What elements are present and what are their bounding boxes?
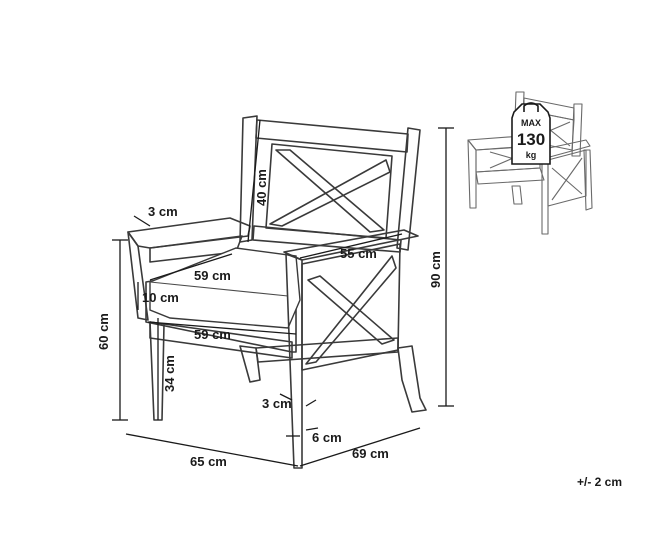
label-arm-thickness: 3 cm: [148, 204, 178, 219]
back-cross-b: [269, 159, 391, 227]
back-post-left: [239, 115, 258, 243]
right-side-cross-b: [305, 255, 397, 365]
label-overall-depth: 69 cm: [352, 446, 389, 461]
back-post-right: [396, 127, 421, 251]
right-back-leg: [397, 345, 427, 413]
badge-line-max: MAX: [521, 118, 541, 128]
back-top-rail: [255, 119, 409, 153]
label-overall-width: 65 cm: [190, 454, 227, 469]
left-arm-front-post: [127, 231, 149, 321]
label-back-height: 40 cm: [254, 169, 269, 206]
label-leg-height: 34 cm: [162, 355, 177, 392]
label-overall-height: 90 cm: [428, 251, 443, 288]
label-arm-depth: 55 cm: [340, 246, 377, 261]
badge-line-number: 130: [517, 130, 545, 149]
label-seat-height: 60 cm: [96, 313, 111, 350]
label-leg-gap: 3 cm: [262, 396, 292, 411]
lower-back-rail: [255, 337, 399, 363]
max-load-badge: MAX 130 kg: [511, 102, 551, 165]
tolerance-note: +/- 2 cm: [577, 475, 622, 489]
badge-line-unit: kg: [526, 150, 537, 160]
right-front-post: [285, 253, 303, 469]
label-leg-width: 6 cm: [312, 430, 342, 445]
dimension-labels: 40 cm 3 cm 59 cm 55 cm 10 cm 59 cm 60 cm…: [96, 169, 443, 469]
right-side-cross-a: [307, 275, 395, 345]
badge-shape: [511, 103, 551, 165]
back-left-leg: [239, 345, 261, 383]
back-cross-a: [275, 149, 385, 233]
label-seat-depth: 59 cm: [194, 268, 231, 283]
dimension-lines: [112, 119, 454, 467]
label-seat-width-front: 59 cm: [194, 327, 231, 342]
cushion-top-edge: [149, 281, 289, 297]
label-cushion-thickness: 10 cm: [142, 290, 179, 305]
